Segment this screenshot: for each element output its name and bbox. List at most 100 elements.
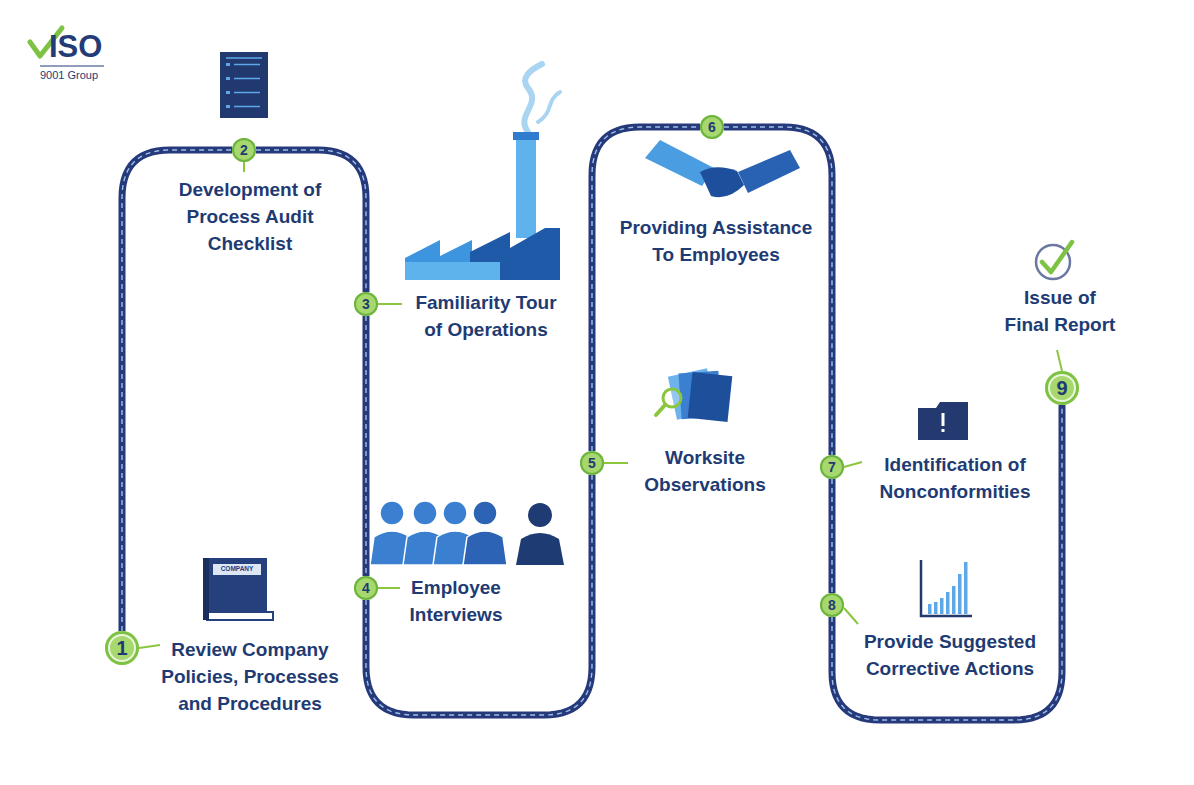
step-circle: 6Providing Assistance To Employees [700, 115, 724, 139]
step-circle: 3Familiarity Tour of Operations [354, 292, 378, 316]
book-cover-label: COMPANY [213, 565, 261, 572]
path-dash [831, 479, 832, 593]
step-number: 5 [580, 451, 604, 475]
step-circle: 4Employee Interviews [354, 576, 378, 600]
path-line [366, 475, 592, 715]
leader-line [844, 608, 858, 624]
person-head [443, 501, 467, 525]
book-label-plate [213, 564, 261, 575]
leader-lines [139, 162, 1062, 648]
factory-icon [405, 64, 560, 280]
book-pages [207, 612, 273, 620]
path-dash [592, 127, 700, 451]
book-cover [207, 558, 267, 614]
document-line [234, 106, 260, 108]
path-line [829, 479, 836, 593]
book-icon [203, 558, 273, 620]
step-number: 1 [105, 631, 139, 665]
handshake-sleeve [738, 150, 800, 193]
bar-chart-icon [921, 560, 972, 616]
leader-line [1057, 350, 1062, 371]
document-bullet [226, 63, 230, 66]
person-head [528, 503, 552, 527]
logo-subtitle: 9001 Group [40, 69, 98, 81]
step-number: 3 [354, 292, 378, 316]
process-path [366, 316, 367, 576]
process-path [832, 405, 1062, 720]
path-line [724, 127, 832, 455]
process-path [366, 475, 592, 715]
chart-bar [934, 602, 938, 614]
step-label: Development of Process Audit Checklist [170, 176, 330, 257]
leader-line [844, 462, 862, 467]
step-label: Identification of Nonconformities [870, 451, 1040, 505]
path-dash [365, 316, 366, 576]
leader-line [378, 587, 400, 589]
step-number: 4 [354, 576, 378, 600]
chart-axis [921, 560, 972, 616]
handshake-icon [645, 140, 800, 197]
logo-icon [30, 28, 104, 66]
factory-chimney [516, 138, 536, 238]
chart-bar [946, 592, 950, 614]
document-line [226, 57, 262, 59]
logo-rule [40, 66, 104, 67]
path-line [832, 405, 1062, 720]
file-card [688, 372, 733, 422]
step-number: 7 [820, 455, 844, 479]
document-sheet [220, 52, 268, 118]
step-label: Issue of Final Report [1002, 284, 1118, 338]
step-circle: 5Worksite Observations [580, 451, 604, 475]
check-mark [1042, 242, 1072, 272]
leader-line [604, 462, 628, 464]
chart-bar [940, 598, 944, 614]
path-dash [366, 475, 592, 715]
process-path [724, 127, 832, 455]
document-bullet [226, 105, 230, 108]
check-icon [1036, 242, 1072, 279]
person-head [413, 501, 437, 525]
process-path [832, 479, 833, 593]
leader-line [243, 162, 245, 172]
person-head [380, 501, 404, 525]
step-circle: 7Identification of Nonconformities [820, 455, 844, 479]
path-line [363, 316, 370, 576]
document-bullet [226, 77, 230, 80]
path-dash [832, 405, 1062, 720]
magnifier-handle [656, 405, 665, 415]
document-bullet [226, 91, 230, 94]
step-circle: 2Development of Process Audit Checklist [232, 138, 256, 162]
factory-wall [405, 262, 500, 280]
files-magnifier-icon [656, 368, 732, 422]
person-head [473, 501, 497, 525]
step-circle: 1Review Company Policies, Processes and … [105, 631, 139, 665]
folder-shape [918, 402, 968, 440]
chart-bar [958, 574, 962, 614]
step-number: 8 [820, 593, 844, 617]
chart-bar [928, 604, 932, 614]
people-icon [370, 501, 564, 565]
path-dash [724, 127, 832, 455]
alert-folder-icon [918, 402, 968, 440]
document-line [234, 64, 260, 66]
book-spine [203, 558, 209, 620]
leader-line [139, 645, 160, 648]
step-number: 2 [232, 138, 256, 162]
document-line [234, 92, 260, 94]
process-path [592, 127, 700, 451]
chart-bar [964, 562, 968, 614]
step-number: 9 [1045, 371, 1079, 405]
path-line [592, 127, 700, 451]
factory-chimney-top [513, 132, 539, 140]
step-label: Familiarity Tour of Operations [409, 289, 564, 343]
exclamation-dot [942, 429, 945, 432]
exclamation-bar [942, 413, 945, 426]
document-icon [220, 52, 268, 118]
step-circle: 8Provide Suggested Corrective Actions [820, 593, 844, 617]
chart-bar [952, 586, 956, 614]
step-circle: 9Issue of Final Report [1045, 371, 1079, 405]
person-body [463, 531, 507, 565]
step-label: Provide Suggested Corrective Actions [853, 628, 1048, 682]
logo-text: ISO [49, 30, 102, 64]
